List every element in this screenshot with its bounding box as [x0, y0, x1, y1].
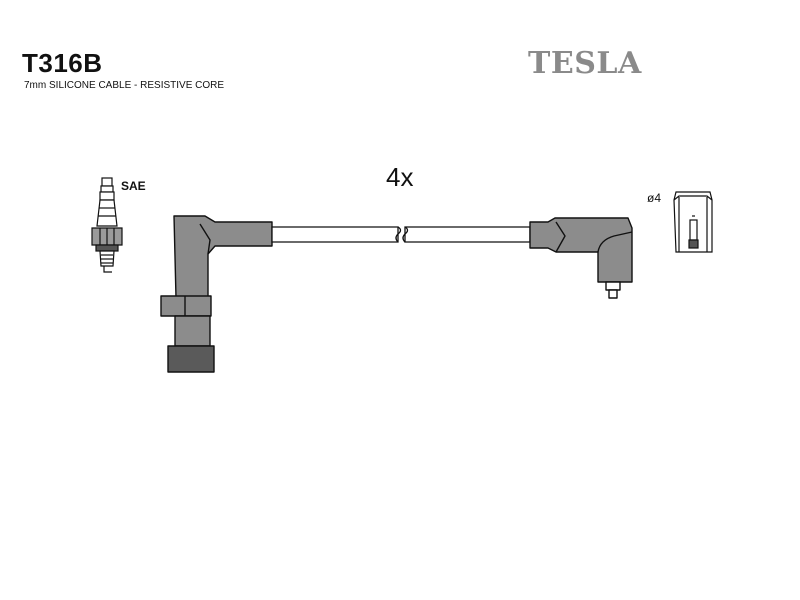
- terminal-diameter-label: ø4: [647, 191, 662, 205]
- cable-spec-label: 7mm SILICONE CABLE - RESISTIVE CORE: [24, 80, 225, 91]
- cable-icon: [271, 226, 531, 243]
- left-boot-icon: [160, 215, 273, 373]
- quantity-label: 4x: [386, 162, 414, 192]
- part-code-title: T316B: [22, 48, 103, 78]
- spark-plug-standard-label: SAE: [121, 179, 146, 193]
- right-boot-icon: [529, 217, 633, 299]
- spark-plug-icon: [91, 177, 123, 273]
- terminal-detail-icon: [673, 191, 713, 253]
- brand-logo: TESLA: [528, 46, 642, 81]
